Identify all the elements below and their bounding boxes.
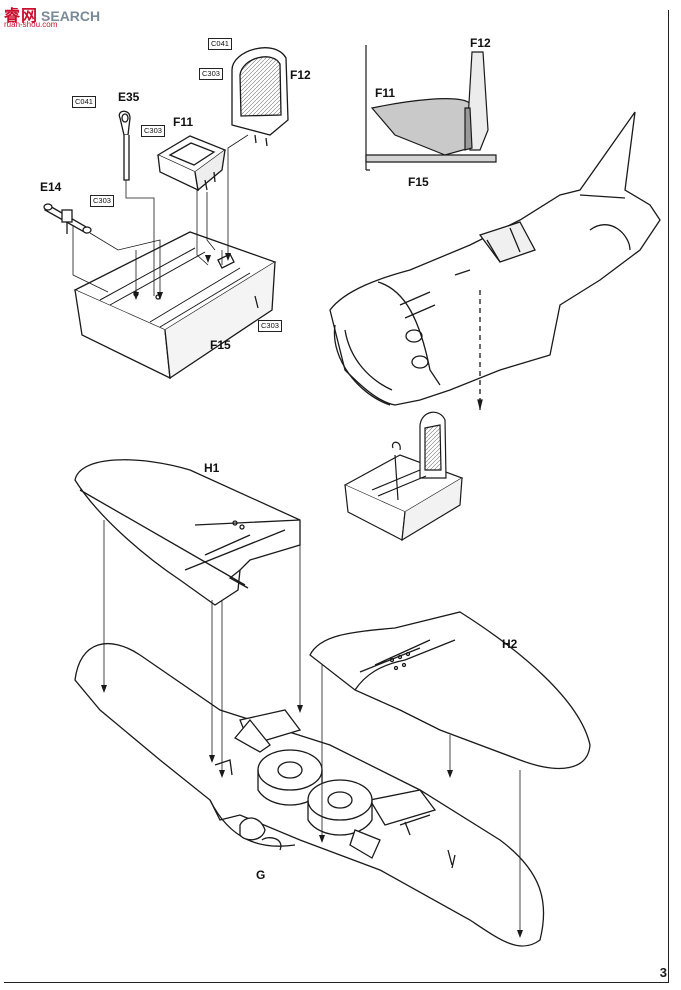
fuselage: [329, 111, 661, 410]
detail-label-f12: F12: [470, 36, 491, 50]
label-f12: F12: [290, 68, 311, 82]
control-stick-e35: [118, 110, 131, 181]
label-h2: H2: [502, 637, 518, 651]
code-box-c303-f11: C303: [141, 125, 165, 137]
wing-lower-g: [74, 642, 545, 947]
page-number: 3: [659, 965, 667, 980]
rudder-pedals-e14: [43, 203, 92, 234]
code-box-c041-e35: C041: [72, 96, 96, 108]
watermark-url: ruan-shou.com: [4, 20, 58, 29]
cockpit-floor-assembly: [43, 47, 289, 380]
assembly-guides: [101, 520, 523, 938]
label-f11: F11: [173, 115, 194, 129]
seat-back-f12: [231, 47, 289, 147]
label-e35: E35: [118, 90, 140, 104]
label-g: G: [256, 868, 266, 882]
page-border: [4, 10, 669, 983]
code-box-c303-f15: C303: [258, 320, 282, 332]
cockpit-subassembly: [343, 411, 464, 542]
code-box-c041-f12: C041: [208, 38, 232, 50]
watermark-text: SEARCH: [41, 8, 101, 24]
code-box-c303-f12: C303: [199, 68, 223, 80]
wing-upper-h2: [309, 611, 591, 770]
label-f15: F15: [210, 338, 231, 352]
watermark-logo: 睿网: [4, 8, 39, 25]
wing-upper-h1: [74, 459, 301, 606]
label-e14: E14: [40, 180, 62, 194]
code-box-c303-e14: C303: [90, 195, 114, 207]
detail-label-f11: F11: [375, 86, 396, 100]
label-h1: H1: [204, 461, 220, 475]
detail-inset: [365, 45, 497, 171]
detail-label-f15: F15: [408, 175, 429, 189]
seat-f11: [156, 135, 227, 192]
